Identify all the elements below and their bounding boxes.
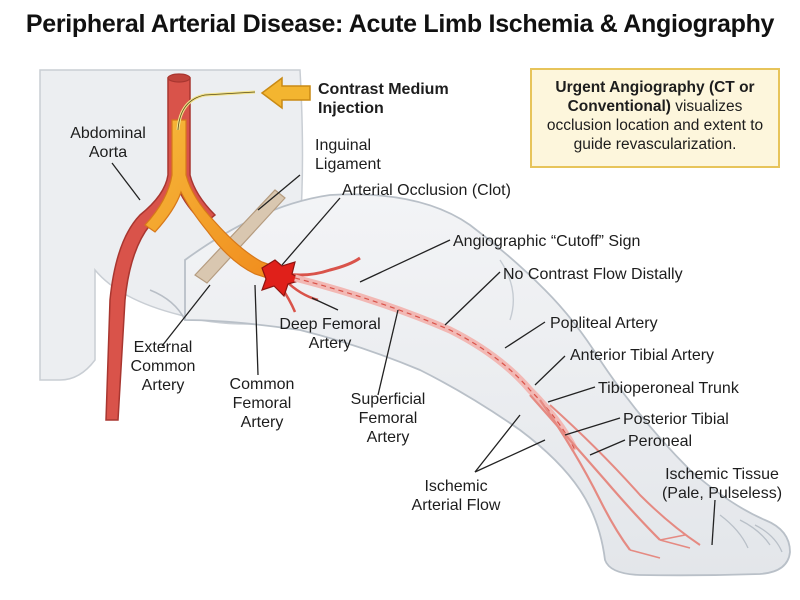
label-inguinal-ligament: Inguinal Ligament (315, 136, 381, 174)
label-ischemic-flow-line2: Arterial Flow (411, 497, 501, 514)
label-aorta-line1: Abdominal (70, 125, 146, 142)
label-common-femoral-line1: Common (229, 376, 295, 393)
label-ischemic-tissue: Ischemic Tissue (Pale, Pulseless) (652, 465, 792, 503)
hip-contour (149, 289, 186, 321)
label-tibioperoneal-trunk: Tibioperoneal Trunk (598, 380, 739, 397)
label-popliteal-artery: Popliteal Artery (550, 315, 658, 332)
label-posterior-tibial: Posterior Tibial (623, 411, 729, 428)
label-contrast-injection: Contrast Medium Injection (318, 80, 449, 118)
label-deep-femoral: Deep Femoral Artery (270, 315, 390, 353)
label-deep-femoral-line2: Artery (308, 335, 352, 352)
label-superficial-line1: Superficial (350, 391, 426, 408)
peroneal-branch (549, 404, 701, 546)
label-ischemic-arterial-flow: Ischemic Arterial Flow (396, 477, 516, 515)
label-ischemic-tissue-line1: Ischemic Tissue (665, 466, 779, 483)
label-ischemic-tissue-line2: (Pale, Pulseless) (661, 485, 783, 502)
label-common-femoral-line2: Femoral (232, 395, 292, 412)
info-box-bold-text: Urgent Angiography (CT or Conventional) (555, 79, 755, 115)
label-cutoff-sign: Angiographic “Cutoff” Sign (453, 233, 641, 250)
label-superficial-femoral-artery: Superficial Femoral Artery (338, 390, 438, 447)
abdominal-aorta (105, 77, 217, 421)
label-arterial-occlusion: Arterial Occlusion (Clot) (342, 182, 511, 199)
angiography-info-box: Urgent Angiography (CT or Conventional) … (530, 68, 780, 168)
label-anterior-tibial: Anterior Tibial Artery (570, 347, 715, 364)
foot-toes (719, 514, 783, 553)
label-abdominal-aorta: Abdominal Aorta (58, 124, 158, 162)
label-aorta-line2: Aorta (88, 144, 128, 161)
foot-branches (629, 534, 691, 559)
label-deep-femoral-line1: Deep Femoral (279, 316, 381, 333)
posterior-tibial (539, 399, 631, 551)
info-box-text: visualizes occlusion location and extent… (546, 98, 764, 153)
label-superficial-line3: Artery (366, 429, 410, 446)
label-inguinal-line2: Ligament (315, 156, 381, 173)
inguinal-ligament (194, 189, 286, 284)
leader-lines (111, 162, 716, 546)
label-common-femoral-line3: Artery (240, 414, 284, 431)
label-common-femoral-artery: Common Femoral Artery (212, 375, 312, 432)
label-superficial-line2: Femoral (358, 410, 418, 427)
aorta-opening (167, 73, 191, 83)
label-external-line3: Artery (141, 377, 185, 394)
label-contrast-line2: Injection (318, 100, 384, 117)
contrast-filled-vessel (144, 119, 286, 283)
label-external-line2: Common (130, 358, 196, 375)
arterial-occlusion-clot (261, 259, 304, 298)
catheter-outline (177, 91, 256, 131)
label-ischemic-flow-line1: Ischemic (424, 478, 488, 495)
label-contrast-line1: Contrast Medium (318, 81, 449, 98)
label-external-line1: External (133, 339, 193, 356)
contrast-arrow-icon (260, 76, 311, 110)
label-inguinal-line1: Inguinal (315, 137, 372, 154)
knee-contour (499, 259, 515, 321)
label-no-contrast-flow: No Contrast Flow Distally (503, 266, 683, 283)
label-external-common-artery: External Common Artery (113, 338, 213, 395)
page-title: Peripheral Arterial Disease: Acute Limb … (25, 10, 775, 38)
label-peroneal: Peroneal (628, 433, 693, 450)
superficial-femoral-ischemic (294, 274, 579, 452)
